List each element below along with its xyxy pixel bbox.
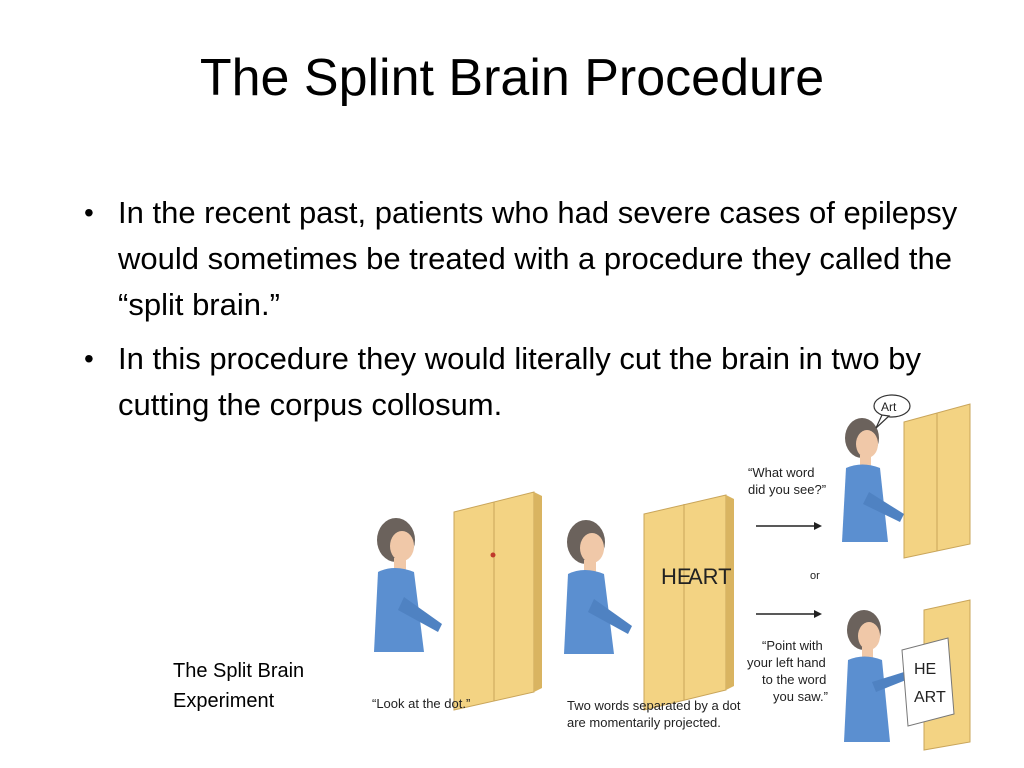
point-text-line: your left hand <box>747 655 826 670</box>
screen-edge <box>726 495 734 690</box>
speech-bubble <box>873 394 911 418</box>
person-figure <box>564 520 632 654</box>
panel-words-projected: HE ART Two words separated by a dot are … <box>564 494 741 730</box>
or-label: or <box>810 570 820 582</box>
arrow-head-icon <box>814 610 822 618</box>
arrow-head-icon <box>814 522 822 530</box>
bullet-item: • In the recent past, patients who had s… <box>84 190 979 328</box>
person-figure <box>374 518 442 652</box>
bullet-list: • In the recent past, patients who had s… <box>84 190 979 436</box>
screen-word-left: HE <box>661 564 692 589</box>
bullet-item: • In this procedure they would literally… <box>84 336 979 428</box>
speech-bubble-tail <box>875 414 891 429</box>
arm <box>398 597 442 632</box>
figure-caption-line: The Split Brain <box>173 660 305 682</box>
point-text-line: to the word <box>762 672 826 687</box>
panel1-caption: “Look at the dot.” <box>372 696 470 711</box>
arm <box>872 672 906 692</box>
neck <box>862 647 873 658</box>
panel-verbal-response: “What word did you see?” Art <box>748 394 971 559</box>
question-text-line: did you see?” <box>748 482 826 497</box>
person-figure <box>842 418 904 542</box>
question-text-line: “What word <box>748 465 814 480</box>
face <box>390 531 414 561</box>
panel-look-at-dot: “Look at the dot.” <box>372 491 542 711</box>
projection-screen <box>643 494 727 711</box>
split-brain-illustration: “Look at the dot.” HE ART Two words sepa… <box>372 394 971 751</box>
arm <box>863 492 904 522</box>
neck <box>860 455 871 466</box>
shirt <box>844 656 890 742</box>
bullet-icon: • <box>84 197 94 228</box>
person-figure <box>844 610 906 742</box>
neck <box>394 558 406 570</box>
card-word: ART <box>914 689 946 706</box>
figure-caption: The Split Brain Experiment <box>173 656 304 716</box>
speech-bubble-text: Art <box>881 400 897 414</box>
panel-pointing-response: “Point with your left hand to the word y… <box>747 599 971 751</box>
neck <box>584 560 596 572</box>
point-text-line: you saw.” <box>773 689 828 704</box>
fixation-dot <box>490 552 496 558</box>
arm <box>588 599 632 634</box>
screen-edge <box>534 492 542 692</box>
face <box>858 622 880 650</box>
bullet-text: In the recent past, patients who had sev… <box>118 195 958 322</box>
face <box>580 533 604 563</box>
bullet-text: In this procedure they would literally c… <box>118 341 921 422</box>
slide-title: The Splint Brain Procedure <box>199 49 825 107</box>
figure-caption-line: Experiment <box>173 690 275 712</box>
point-text-line: “Point with <box>762 638 823 653</box>
panel2-caption-line: Two words separated by a dot <box>567 698 741 713</box>
face <box>856 430 878 458</box>
panel2-caption-line: are momentarily projected. <box>567 715 721 730</box>
screen-word-right: ART <box>688 564 732 589</box>
word-card <box>901 637 955 727</box>
bullet-icon: • <box>84 343 94 374</box>
card-word: HE <box>914 661 936 678</box>
